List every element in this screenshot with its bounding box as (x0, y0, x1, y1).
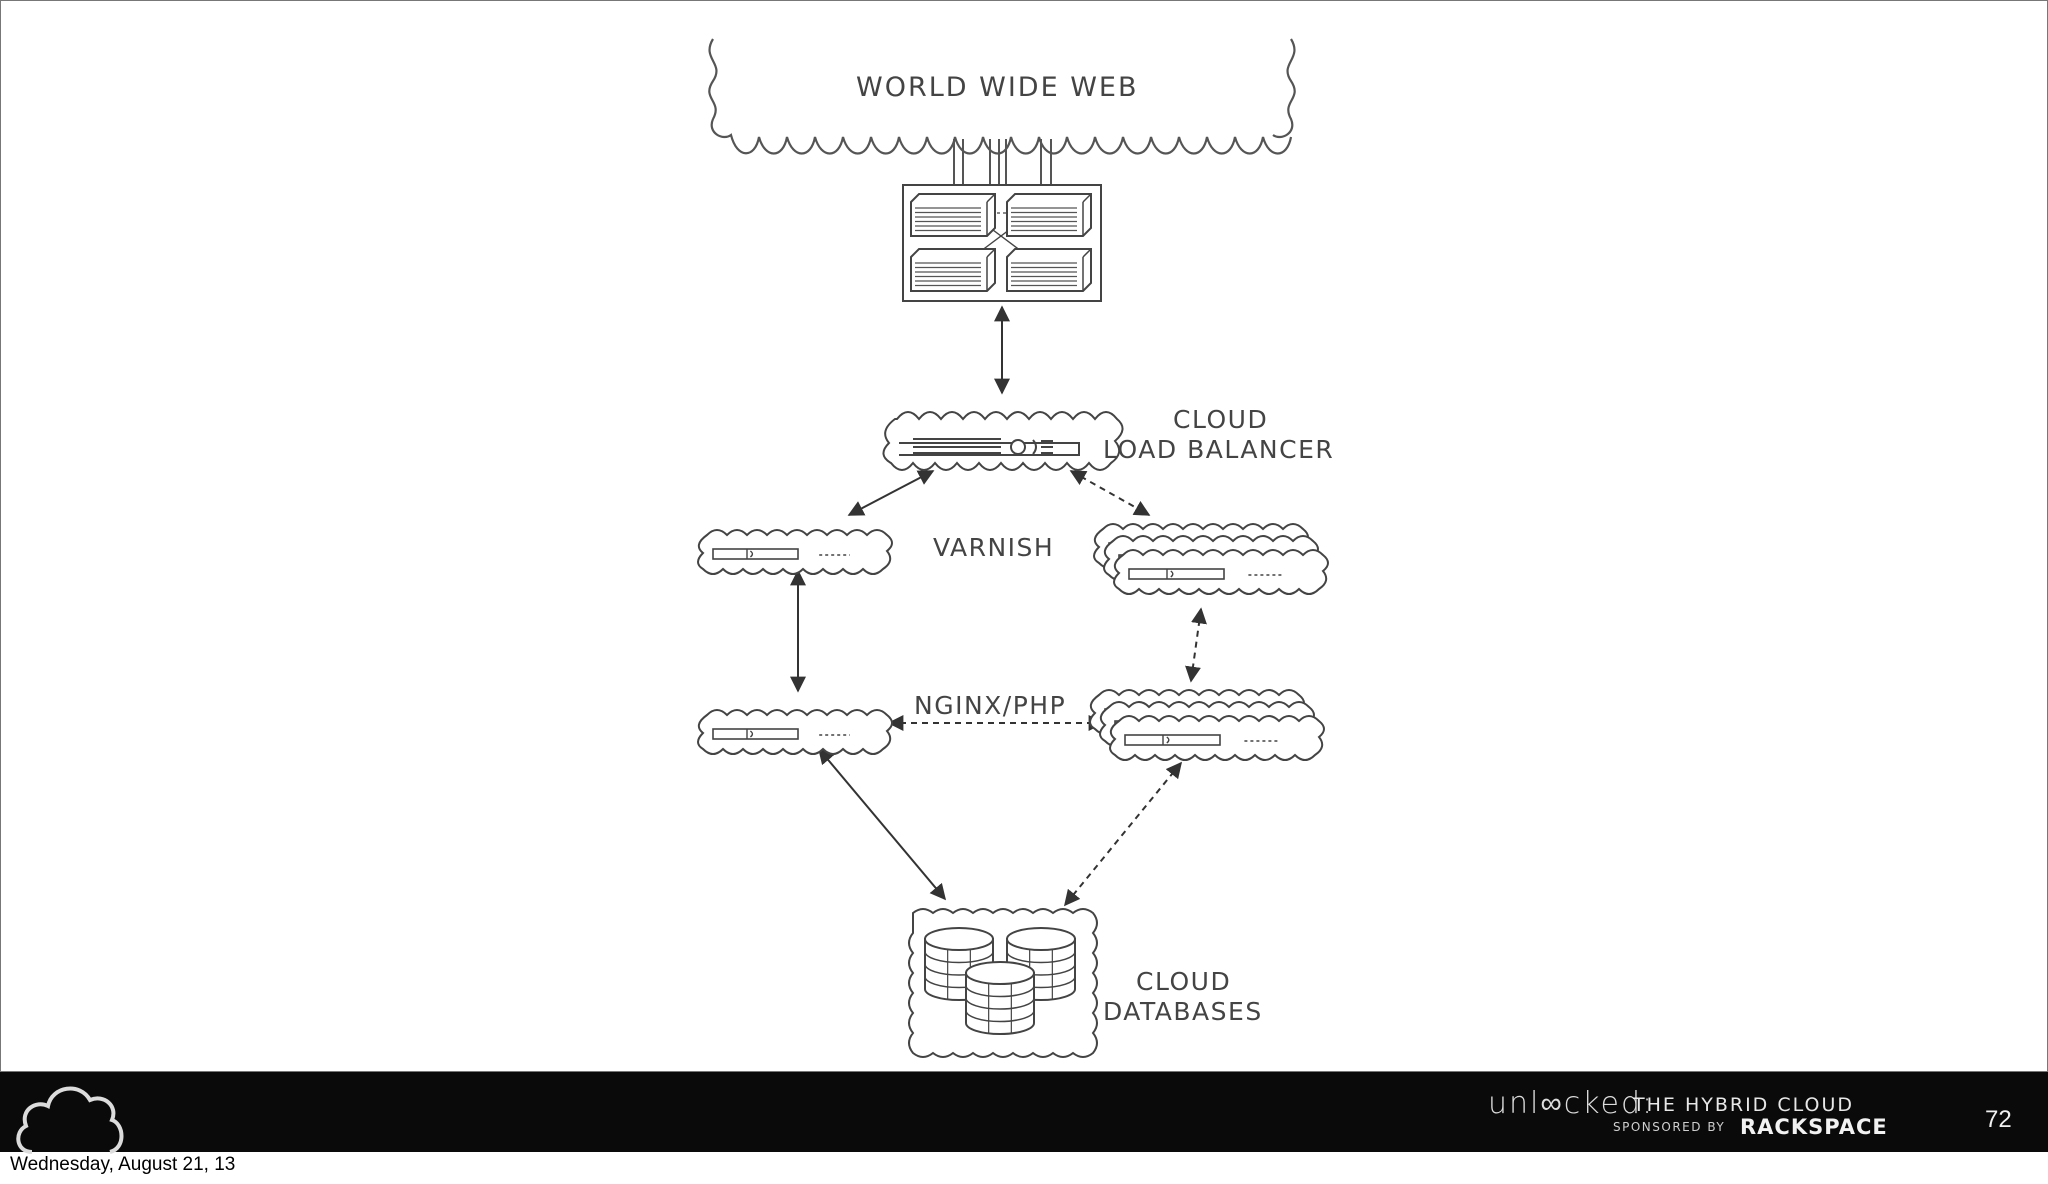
slide: WORLD WIDE WEB CLOUD LOAD BALANCER VARNI… (0, 0, 2048, 1072)
brand-rackspace: RACKSPACE (1740, 1115, 1888, 1139)
nginx-server-cluster-icon (1089, 689, 1325, 761)
footer-bar (0, 1072, 2048, 1154)
varnish-server-icon (697, 529, 893, 575)
architecture-diagram (697, 38, 1329, 1058)
diagram-edges (790, 305, 1207, 907)
cloud-databases-icon (908, 908, 1098, 1058)
edge-server-rack-icon (902, 184, 1102, 302)
world-wide-web-label: WORLD WIDE WEB (856, 72, 1139, 103)
varnish-label: VARNISH (933, 533, 1055, 562)
date-caption: Wednesday, August 21, 13 (10, 1154, 236, 1175)
brand-sponsored-by: SPONSORED BY (1613, 1120, 1726, 1134)
brand-unlocked-wordmark: unl∞cked: (1488, 1086, 1655, 1121)
uplink-cables (953, 139, 1052, 186)
load-balancer-icon (882, 411, 1124, 471)
slide-number: 72 (1985, 1106, 2012, 1133)
nginx-php-label: NGINX/PHP (914, 691, 1067, 720)
cloud-databases-label-line2: DATABASES (1103, 997, 1263, 1026)
brand-subtitle: THE HYBRID CLOUD (1633, 1094, 1855, 1116)
world-wide-web-cloud-icon (708, 38, 1296, 155)
varnish-server-cluster-icon (1093, 523, 1329, 595)
cloud-databases-label-line1: CLOUD (1136, 967, 1232, 996)
nginx-server-icon (697, 709, 893, 755)
cloud-outline-icon (16, 1086, 124, 1154)
cloud-load-balancer-label-line1: CLOUD (1173, 405, 1269, 434)
cloud-load-balancer-label-line2: LOAD BALANCER (1103, 435, 1335, 464)
